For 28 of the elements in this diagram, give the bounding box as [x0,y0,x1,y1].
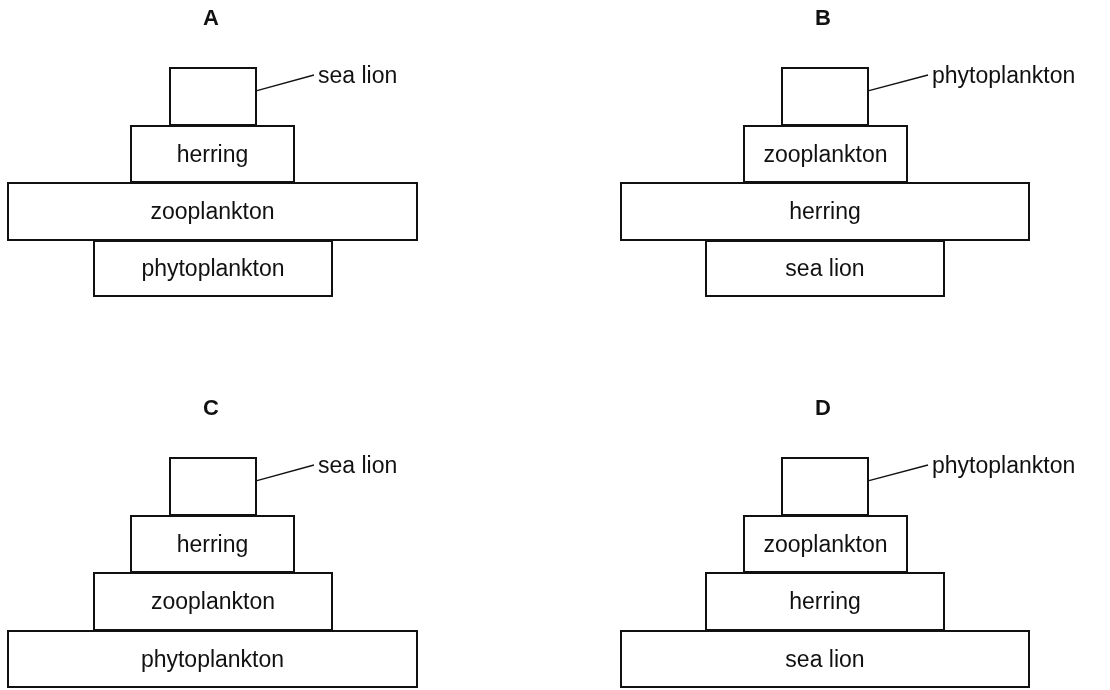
pyramid-bar: phytoplankton [7,630,418,688]
pyramid-bar: zooplankton [743,125,908,183]
leader-line [868,464,929,482]
pyramid-top-box [169,67,257,126]
pyramid-bar: zooplankton [93,572,333,631]
pyramid-bar: zooplankton [7,182,418,241]
pyramid-bar: herring [130,515,295,573]
pyramid-bar: sea lion [705,240,945,297]
pyramid-top-box [781,67,869,126]
option-letter: B [814,5,832,31]
organism-label: phytoplankton [932,451,1076,479]
pyramid-bar: herring [620,182,1030,241]
organism-label: sea lion [318,61,398,89]
organism-label: sea lion [318,451,398,479]
option-letter: A [202,5,220,31]
leader-line [256,74,315,92]
pyramid-bar: sea lion [620,630,1030,688]
pyramid-top-box [169,457,257,516]
pyramid-bar: zooplankton [743,515,908,573]
leader-line [256,464,315,482]
pyramid-bar: phytoplankton [93,240,333,297]
pyramid-top-box [781,457,869,516]
option-letter: C [202,395,220,421]
organism-label: phytoplankton [932,61,1076,89]
pyramid-bar: herring [130,125,295,183]
option-letter: D [814,395,832,421]
pyramid-bar: herring [705,572,945,631]
leader-line [868,74,929,92]
